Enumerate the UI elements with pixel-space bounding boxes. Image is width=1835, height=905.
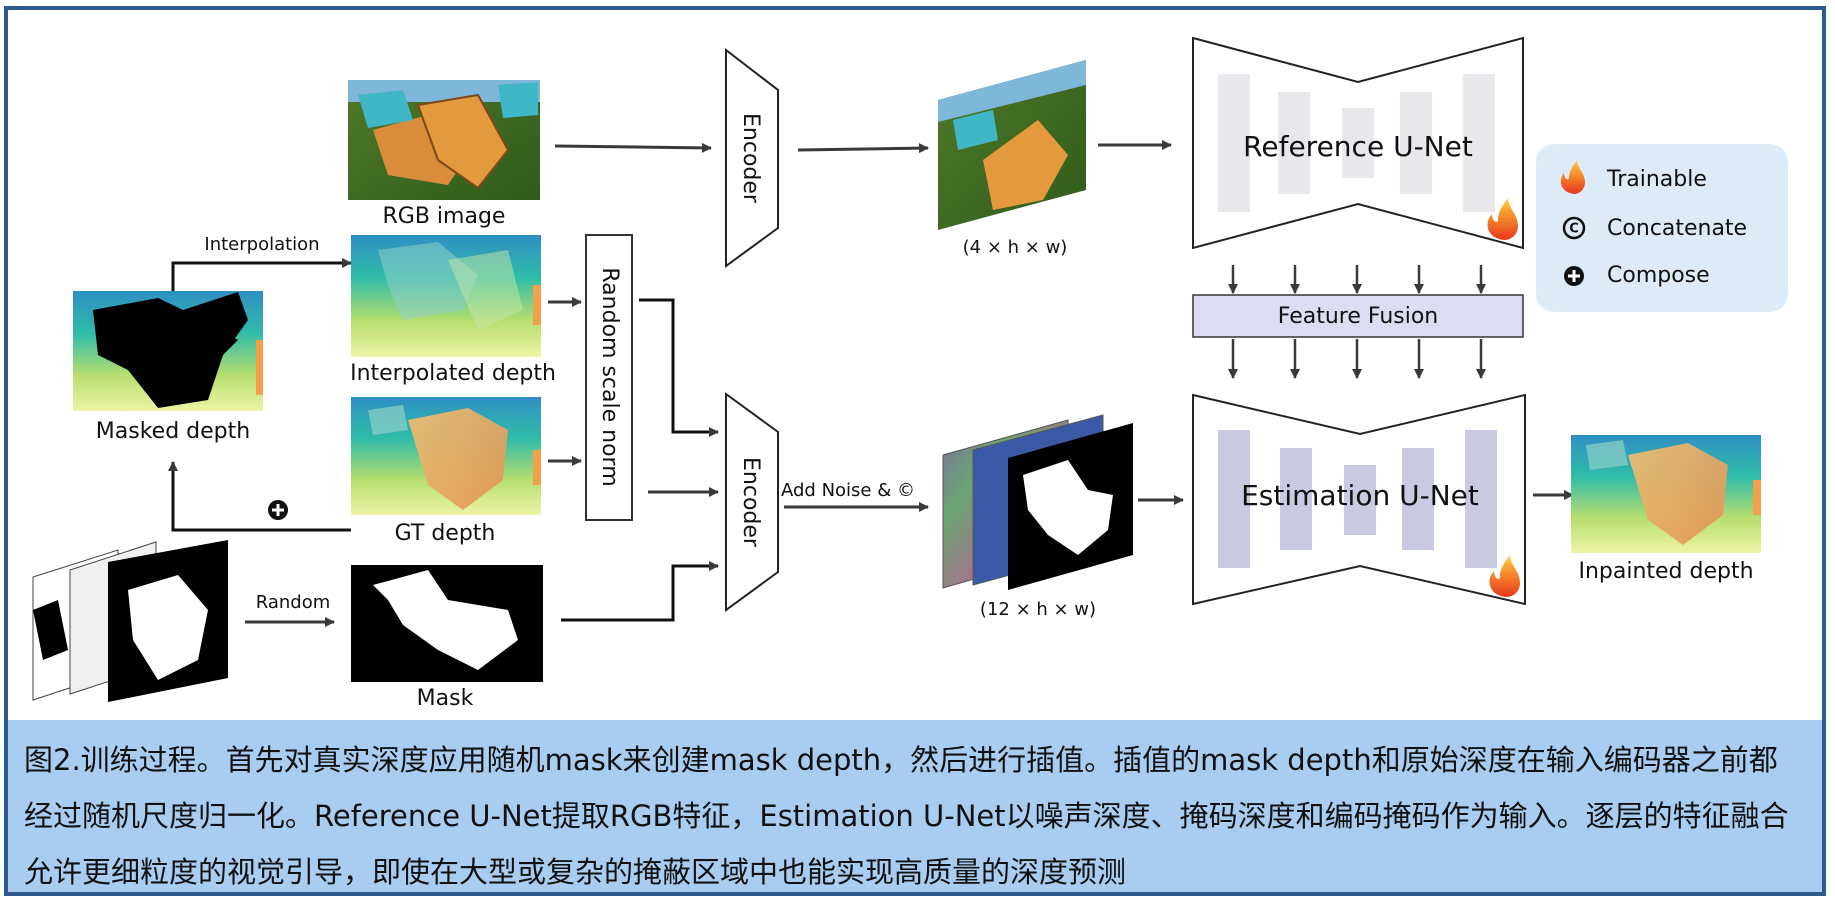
random-scale-norm-box: [585, 234, 633, 521]
interpolated-depth-image: [351, 235, 541, 357]
encoder-bottom-label: Encoder: [738, 457, 763, 548]
legend-concatenate-label: Concatenate: [1607, 216, 1747, 241]
arrow-rgb-to-encoder: [554, 142, 712, 153]
circled-c-icon: C: [1562, 216, 1586, 240]
latent-top-dims: (4 × h × w): [963, 237, 1068, 258]
random-masks-stack: [32, 540, 228, 702]
pipeline-diagram: RGB image Masked depth Interpolation Int…: [32, 36, 1788, 711]
masked-depth-label: Masked depth: [96, 419, 250, 444]
encoder-top-shape: [725, 47, 779, 268]
gt-depth-label: GT depth: [395, 521, 496, 546]
svg-text:C: C: [1569, 222, 1579, 237]
estimation-unet-bars: [1218, 430, 1497, 568]
circled-plus-icon: [1564, 266, 1584, 286]
mask-image: [351, 565, 543, 682]
inpainted-depth-image: [1571, 435, 1761, 553]
mask-label: Mask: [417, 686, 474, 711]
flame-icon: [1560, 160, 1585, 194]
fusion-arrows-top: [1228, 265, 1486, 294]
add-noise-label: Add Noise & ©: [781, 480, 915, 501]
fusion-arrows-bottom: [1228, 339, 1486, 379]
encoder-top-label: Encoder: [738, 113, 763, 204]
inpainted-depth-label: Inpainted depth: [1578, 559, 1753, 584]
flame-icon: [1487, 198, 1518, 240]
interpolated-depth-label: Interpolated depth: [350, 361, 556, 386]
legend-compose-label: Compose: [1607, 263, 1710, 288]
arrow-norm-to-encoder-1: [639, 298, 719, 437]
gt-depth-image: [351, 397, 541, 515]
estimation-unet-label: Estimation U-Net: [1241, 479, 1479, 512]
figure-frame: RGB image Masked depth Interpolation Int…: [4, 6, 1826, 896]
arrow-encoder-to-latent: [797, 143, 929, 154]
circled-plus-icon: [268, 500, 288, 520]
random-label: Random: [256, 592, 331, 613]
feature-fusion-box: [1192, 294, 1524, 338]
figure-caption: 图2.训练过程。首先对真实深度应用随机mask来创建mask depth，然后进…: [8, 720, 1822, 892]
legend-trainable-label: Trainable: [1606, 167, 1707, 192]
flame-icon: [1489, 555, 1520, 597]
latent-bottom-dims: (12 × h × w): [980, 599, 1096, 620]
reference-unet-label: Reference U-Net: [1243, 130, 1473, 163]
latent-top-image: [938, 60, 1086, 230]
masked-depth-image: [73, 291, 263, 411]
rgb-image-label: RGB image: [383, 204, 506, 229]
compose-arrow: [168, 461, 351, 532]
arrow-mask-to-encoder: [561, 561, 719, 622]
legend: Trainable C Concatenate Compose: [1536, 144, 1788, 312]
interpolation-arrow: [171, 258, 352, 291]
interpolation-label: Interpolation: [204, 234, 319, 255]
random-scale-norm-label: Random scale norm: [597, 267, 622, 486]
feature-fusion-label: Feature Fusion: [1278, 304, 1439, 329]
latent-bottom-stack: [942, 414, 1133, 590]
rgb-image: [348, 80, 540, 200]
encoder-bottom-shape: [725, 392, 779, 612]
reference-unet-bars: [1218, 74, 1495, 212]
